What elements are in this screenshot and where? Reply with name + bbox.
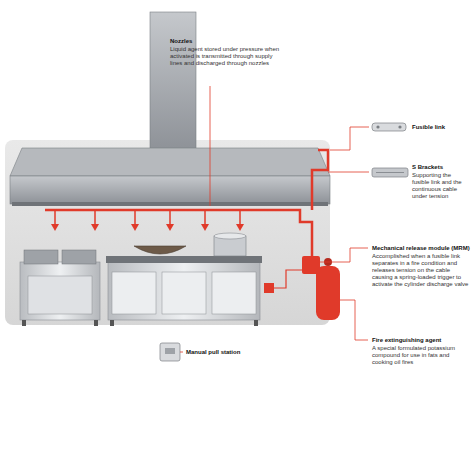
callout-text: Accomplished when a fusible link separat… (372, 253, 470, 288)
nozzle (51, 224, 59, 231)
manual-pull-station (160, 343, 180, 361)
manual-pull-station (160, 343, 180, 361)
callout-heading: Manual pull station (186, 349, 276, 356)
pull-cable (274, 270, 302, 288)
exhaust-chimney (150, 12, 196, 152)
fusible-link-icon (398, 125, 401, 128)
callout-text: Supporting the fusible link and the cont… (412, 172, 470, 200)
stock-pot (214, 233, 246, 256)
nozzle (166, 224, 174, 231)
supply-pipe (45, 210, 312, 256)
nozzle (54, 210, 56, 226)
leader-line (180, 352, 183, 353)
exhaust-hood (10, 148, 330, 206)
fryer (94, 320, 98, 326)
leader-line (180, 86, 369, 352)
nozzle (236, 224, 244, 231)
range (212, 272, 256, 314)
leader-line (320, 248, 368, 262)
leader-line (328, 172, 369, 173)
fusible-link-icon (376, 125, 379, 128)
range (108, 262, 260, 320)
wok (134, 246, 186, 254)
manual-pull-station (165, 348, 175, 354)
nozzle (91, 224, 99, 231)
leader-line (330, 127, 369, 150)
wall-panel (5, 140, 330, 325)
fryer (24, 250, 58, 264)
wall-panel (5, 140, 330, 325)
exhaust-hood (10, 148, 330, 176)
supply-pipe (312, 150, 328, 210)
callout-text: A special formulated potassium compound … (372, 345, 470, 366)
range (106, 256, 262, 326)
range (110, 320, 114, 326)
fryer (20, 262, 100, 320)
range (112, 272, 156, 314)
range (254, 320, 258, 326)
callout-heading: Mechanical release module (MRM) (372, 245, 470, 252)
wok (134, 246, 186, 254)
range (162, 272, 206, 314)
range (106, 256, 262, 263)
callout-heading: S Brackets (412, 164, 470, 171)
fryer (28, 276, 92, 314)
leader-line (340, 300, 368, 340)
stock-pot (214, 233, 246, 239)
supply-pipe (45, 150, 328, 256)
nozzle (134, 210, 136, 226)
nozzle (239, 210, 241, 226)
s-bracket-icon (372, 168, 408, 177)
s-bracket-icon (372, 168, 408, 177)
s-bracket-icon (376, 172, 404, 173)
leader-line (210, 86, 211, 206)
pull-cable (274, 270, 302, 288)
nozzle (131, 224, 139, 231)
fryer (62, 250, 96, 264)
mechanical-release-module (316, 266, 340, 320)
nozzle (94, 210, 96, 226)
fusible-link-icon (372, 123, 406, 131)
exhaust-hood (12, 202, 328, 206)
nozzle (169, 210, 171, 226)
wall-box (264, 283, 274, 293)
callout-heading: Nozzles (170, 38, 282, 45)
exhaust-chimney (150, 12, 196, 152)
wall-box (264, 283, 274, 293)
exhaust-hood (10, 176, 330, 204)
mechanical-release-module (302, 256, 340, 320)
exhaust-chimney (150, 12, 196, 152)
callout-heading: Fire extinguishing agent (372, 337, 470, 344)
nozzle (51, 210, 244, 231)
fryer (22, 320, 26, 326)
nozzle (204, 210, 206, 226)
fusible-link-icon (372, 123, 406, 131)
callout-text: Liquid agent stored under pressure when … (170, 46, 282, 67)
nozzle (201, 224, 209, 231)
fryer (20, 250, 100, 326)
callout-heading: Fusible link (412, 124, 470, 131)
